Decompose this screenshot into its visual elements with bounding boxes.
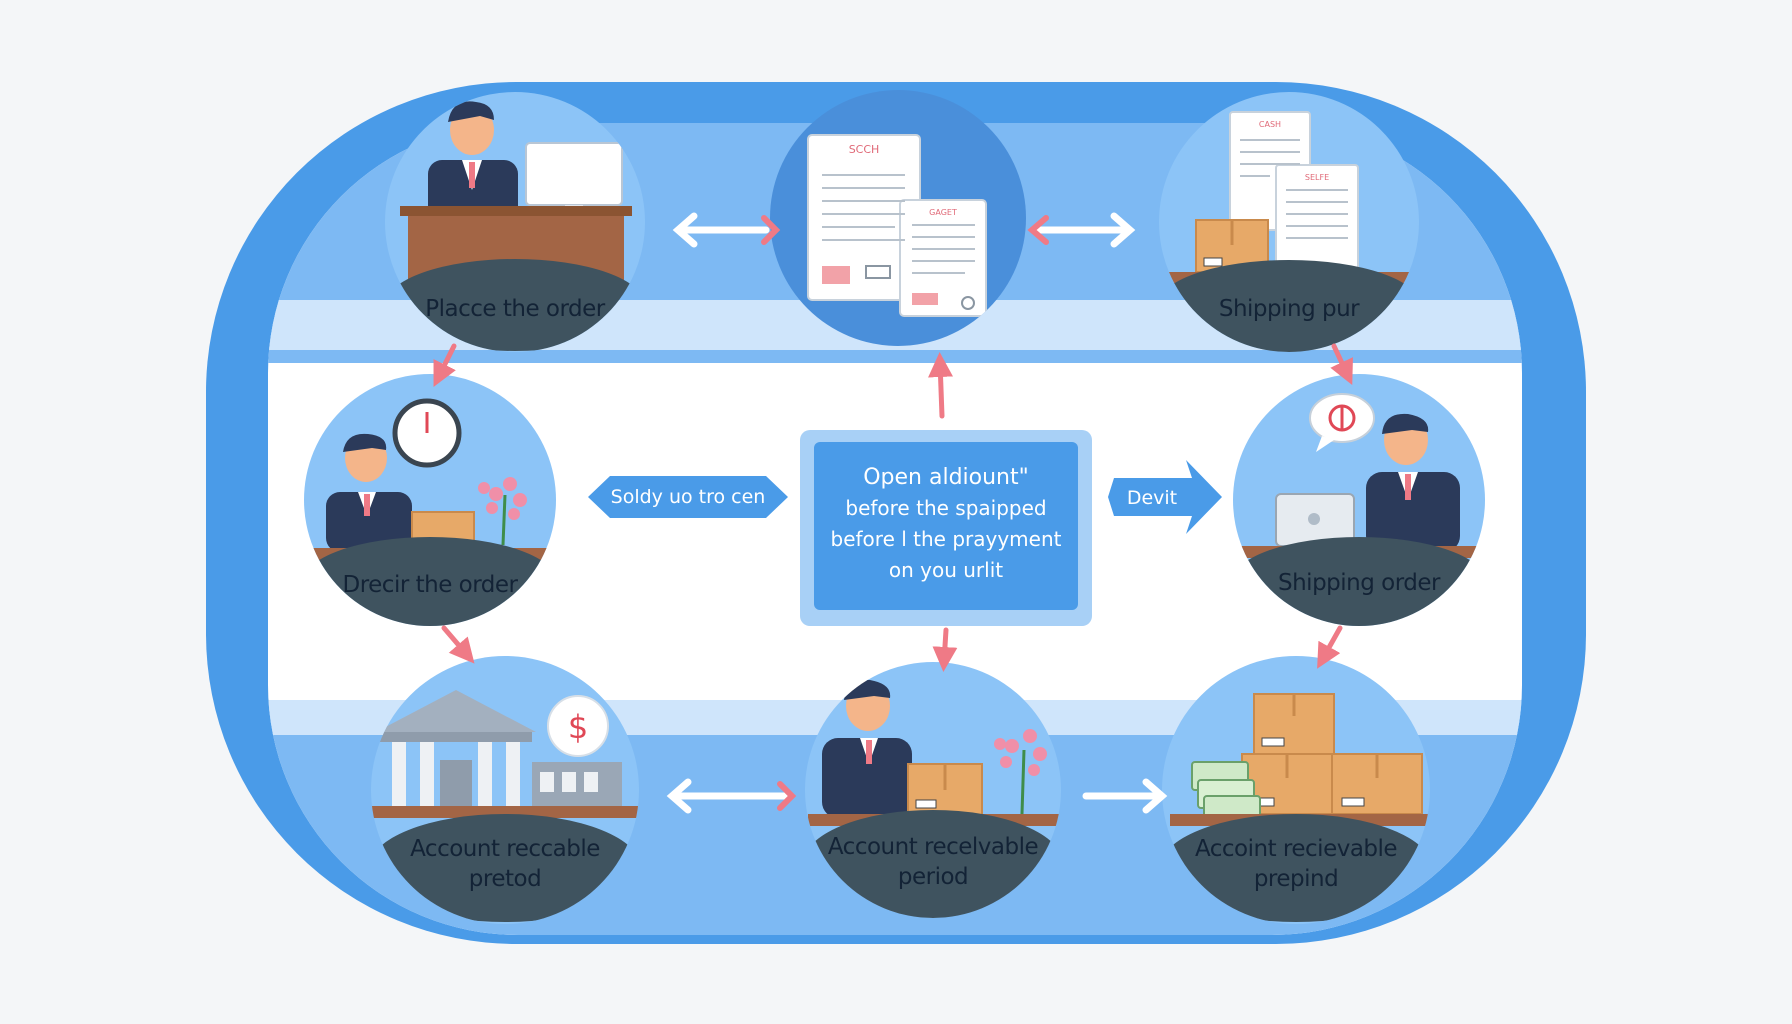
node-account-receivable-period [805,662,1061,918]
pill-label-left: Soldy uo tro cen [610,486,766,508]
label-shipping-order: Shipping order [1239,568,1479,598]
pill-arrow-left [588,476,788,518]
double-arrow-top-left [672,212,781,248]
label-line: Account recelvable [827,834,1039,860]
arrow-center-up [928,352,954,419]
node-documents [770,90,1026,346]
double-arrow-top-right [1027,212,1136,248]
node-drecir-order [304,374,556,626]
label-line: Shipping pur [1218,296,1360,322]
pill-arrow-right [1108,460,1222,534]
arrow-bottom-right [1082,778,1168,814]
center-line-2: before the spaipped [845,496,1047,520]
center-line-4: on you urlit [888,558,1004,582]
center-line-3: before l the prayyment [830,527,1062,551]
double-arrow-bottom-left [666,778,797,814]
label-line: period [897,864,969,890]
document-label-3: CASH [1259,120,1281,129]
node-account-receivable-prepind [1162,656,1430,924]
arrow-shipping-pur-down [1330,343,1353,386]
connectors [433,212,1353,814]
node-shipping-order [1233,374,1485,626]
arrow-center-down [932,627,958,672]
label-account-receivable-period: Account recelvable period [813,832,1053,892]
center-line-1: Open aldiount" [863,465,1029,490]
pill-label-right: Devit [1126,487,1178,509]
center-info-panel: Open aldiount" before the spaipped befor… [814,442,1078,610]
dollar-icon: $ [568,708,588,746]
label-line: Shipping order [1278,570,1440,596]
center-info-box: Open aldiount" before the spaipped befor… [800,430,1092,626]
label-line: Drecir the order [342,572,518,598]
node-place-order [385,92,645,352]
label-line: Placce the order [425,296,605,322]
label-line: Account reccable [410,836,600,862]
document-label-2: GAGET [929,208,957,217]
node-account-receivable-bank: $ [371,656,639,924]
label-account-receivable-prepind: Accoint recievable prepind [1176,834,1416,894]
label-drecir-order: Drecir the order [310,570,550,600]
arrow-shipping-order-down [1317,625,1343,669]
document-label-4: SELFE [1305,173,1329,182]
arrow-drecir-to-bank [441,625,475,664]
label-shipping-pur: Shipping pur [1169,294,1409,324]
arrow-place-to-drecir [433,343,457,387]
node-shipping-pur [1159,92,1419,352]
label-account-receivable-bank: Account reccable pretod [385,834,625,894]
label-place-order: Placce the order [395,294,635,324]
label-line: pretod [468,866,542,892]
label-line: Accoint recievable [1194,836,1398,862]
document-label-1: SCCH [849,143,880,156]
label-line: prepind [1253,866,1339,892]
